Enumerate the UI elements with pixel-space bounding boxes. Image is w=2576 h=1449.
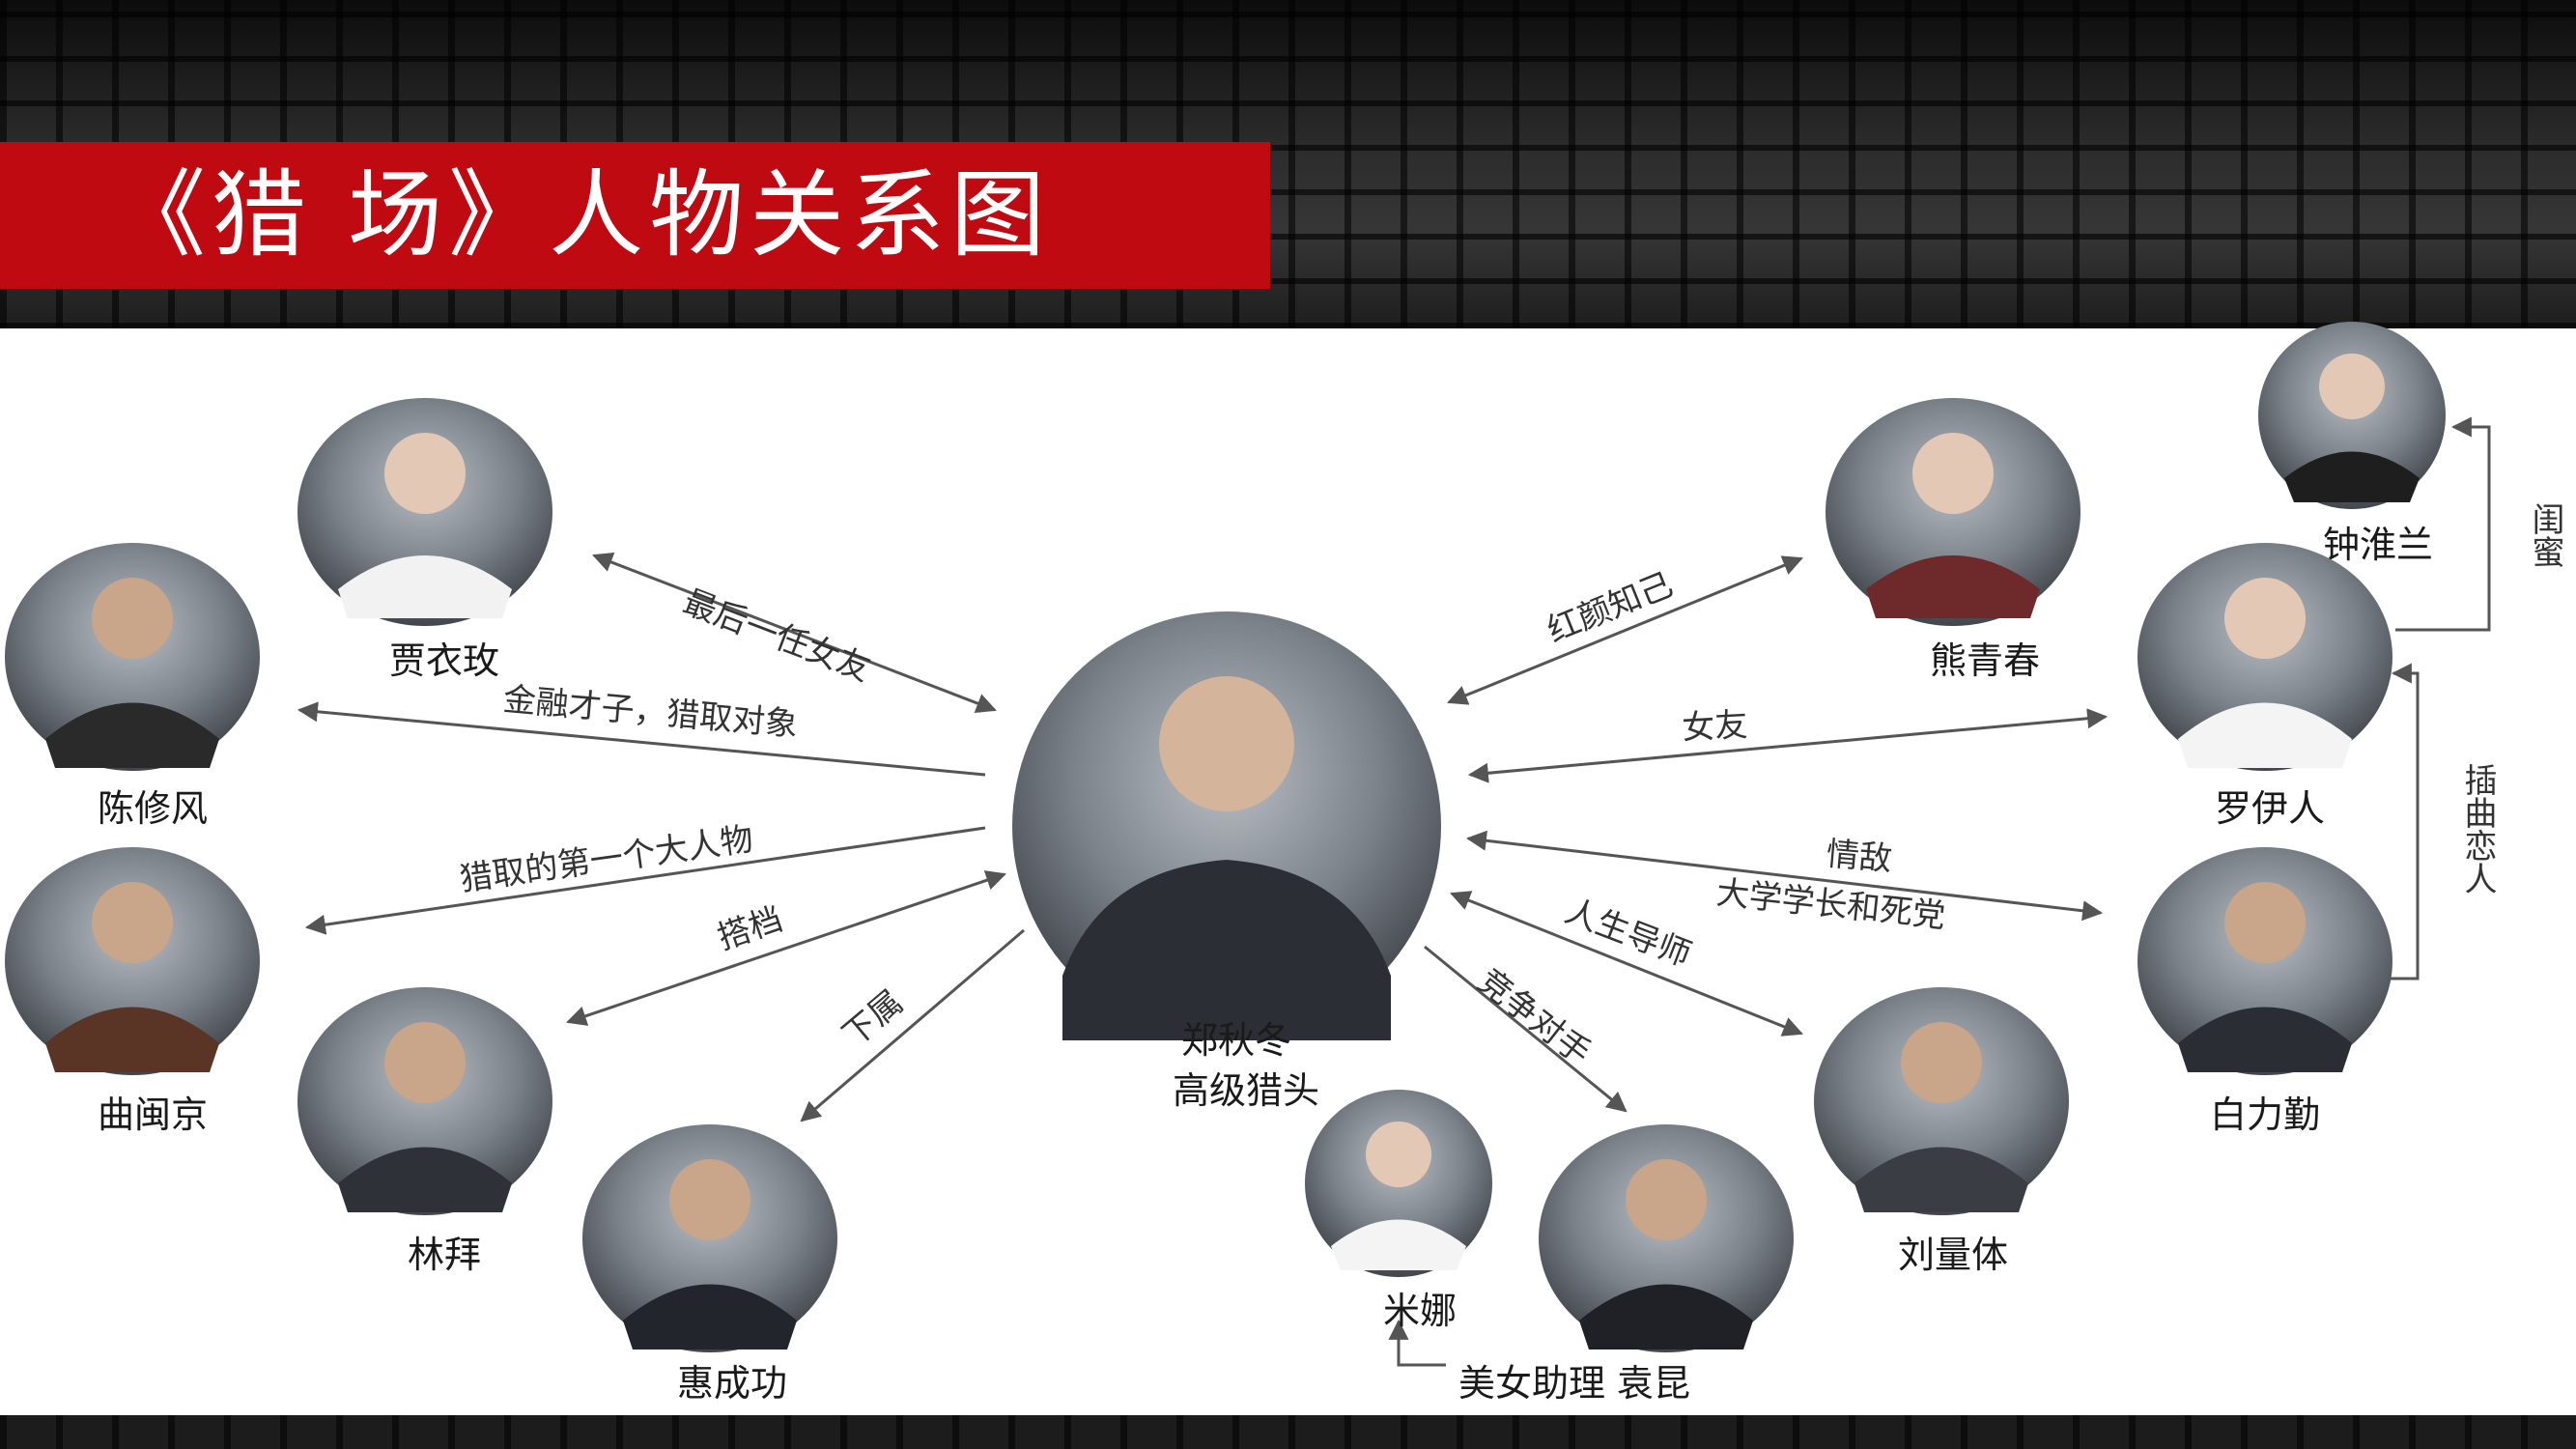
page-title: 《猎 场》人物关系图 <box>111 160 1052 270</box>
name-liu: 刘量体 <box>1898 1234 2008 1276</box>
edge-chen: 金融才子，猎取对象 <box>297 680 986 777</box>
edge-luo: 女友 <box>1467 705 2109 783</box>
name-zhong: 钟淮兰 <box>2323 524 2433 566</box>
name-xiong: 熊青春 <box>1930 639 2040 682</box>
node-yuan: 美女助理 袁昆 <box>1458 1124 1794 1405</box>
name-yuan: 美女助理 袁昆 <box>1458 1362 1690 1405</box>
edge-label-chen: 金融才子，猎取对象 <box>501 680 799 745</box>
silhouette-zheng <box>1062 860 1391 1040</box>
edge-label-yuan: 竞争对手 <box>1470 962 1598 1073</box>
edge-label-hui: 下属 <box>835 983 911 1055</box>
bracket-luo-bai: 插曲恋人 <box>2388 663 2497 980</box>
name-bai: 白力勤 <box>2210 1094 2320 1136</box>
node-hui: 惠成功 <box>582 1124 837 1405</box>
role-zheng: 高级猎头 <box>1173 1069 1319 1112</box>
edge-qu: 猎取的第一个大人物 <box>304 820 986 935</box>
edge-label-liu: 人生导师 <box>1560 892 1696 975</box>
name-jia: 贾衣玫 <box>389 639 499 682</box>
name-chen: 陈修风 <box>98 787 208 830</box>
edge-label-qu: 猎取的第一个大人物 <box>458 820 756 899</box>
edge-hui: 下属 <box>800 928 1025 1122</box>
node-jia: 贾衣玫 <box>297 398 552 682</box>
name-luo: 罗伊人 <box>2215 787 2325 830</box>
bracket-yuan-mi <box>1388 1319 1446 1367</box>
edge-label-bai-1: 情敌 <box>1825 835 1893 879</box>
node-liu: 刘量体 <box>1814 987 2069 1276</box>
name-lin: 林拜 <box>408 1234 481 1276</box>
name-mi: 米娜 <box>1383 1290 1457 1332</box>
name-qu: 曲闽京 <box>98 1094 208 1136</box>
node-qu: 曲闽京 <box>5 847 260 1136</box>
node-zhong: 钟淮兰 <box>2258 322 2446 566</box>
edge-xiong: 红颜知己 <box>1447 555 1803 705</box>
footer-background <box>0 1415 2576 1449</box>
edge-label-lin: 搭档 <box>713 900 787 958</box>
node-xiong: 熊青春 <box>1826 398 2081 682</box>
edge-jia: 最后一任女友 <box>592 553 997 713</box>
edge-lin: 搭档 <box>566 870 1006 1026</box>
edge-label-bai-2: 大学学长和死党 <box>1714 873 1947 936</box>
edge-yuan: 竞争对手 <box>1424 945 1628 1113</box>
node-bai: 白力勤 <box>2137 847 2392 1136</box>
bracket-label-luo-bai: 插曲恋人 <box>2458 763 2497 895</box>
edge-label-luo: 女友 <box>1681 705 1748 748</box>
title-bar: 《猎 场》人物关系图 <box>0 142 1270 289</box>
name-zheng: 郑秋冬 <box>1181 1019 1291 1062</box>
node-luo: 罗伊人 <box>2137 543 2392 830</box>
name-hui: 惠成功 <box>677 1362 787 1405</box>
edge-label-jia: 最后一任女友 <box>678 582 876 689</box>
node-lin: 林拜 <box>297 987 552 1276</box>
bracket-label-zhong-luo: 闺蜜 <box>2526 502 2564 568</box>
node-chen: 陈修风 <box>5 543 260 830</box>
node-zheng: 郑秋冬 高级猎头 <box>1012 611 1441 1112</box>
bracket-zhong-luo: 闺蜜 <box>2395 416 2564 632</box>
node-mi: 米娜 <box>1305 1090 1492 1332</box>
